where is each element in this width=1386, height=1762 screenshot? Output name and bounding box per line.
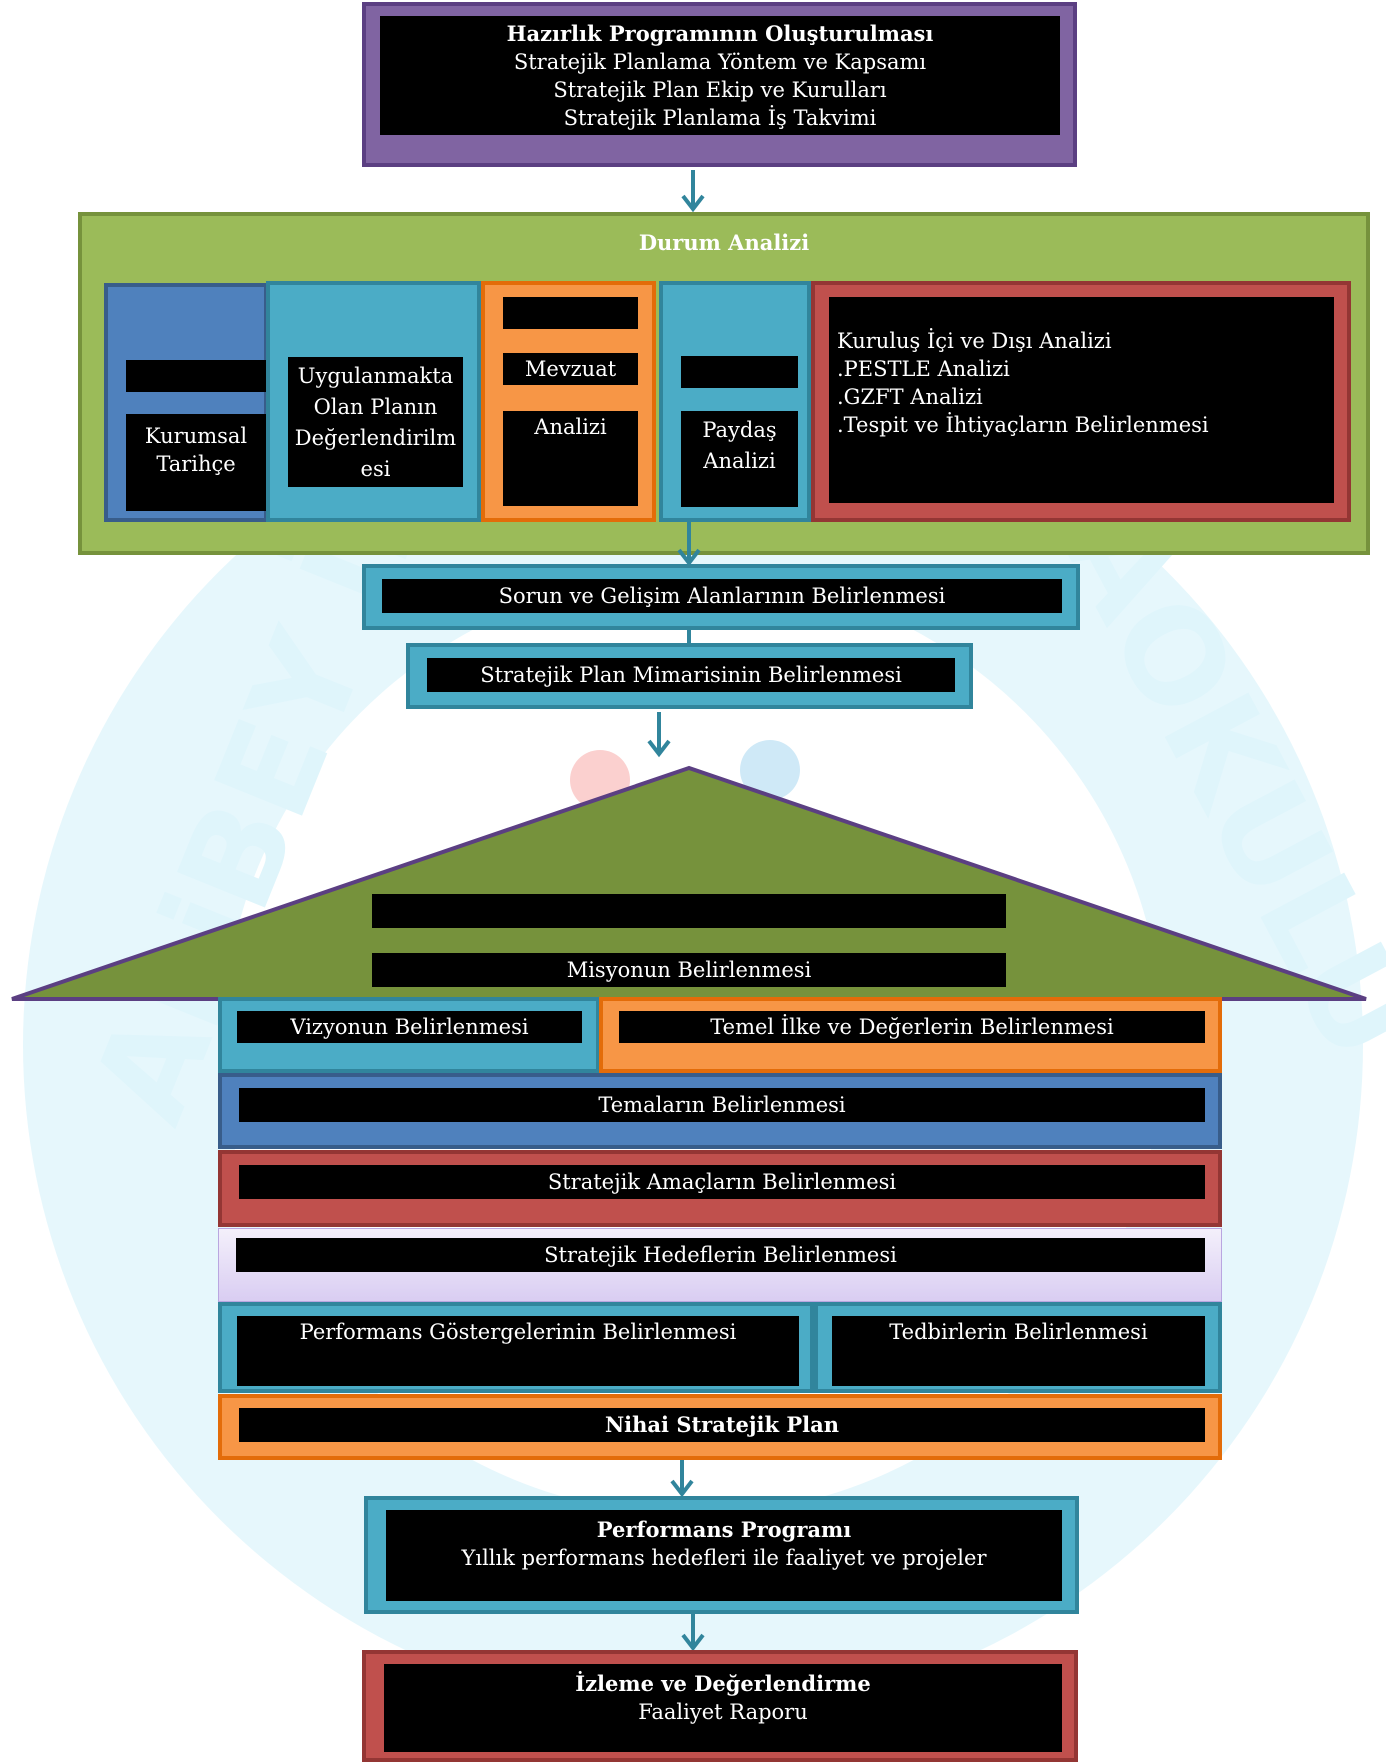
- hazirlik-content: Hazırlık Programının Oluşturulması Strat…: [380, 16, 1060, 135]
- izleme-title: İzleme ve Değerlendirme: [575, 1671, 871, 1696]
- performans-programi-title: Performans Programı: [596, 1517, 852, 1542]
- temalar-label: Temaların Belirlenmesi: [239, 1088, 1205, 1122]
- kurulus-line-3: .GZFT Analizi: [837, 385, 983, 409]
- tedbirler-box: Tedbirlerin Belirlenmesi: [814, 1302, 1222, 1393]
- vizyon-box: Vizyonun Belirlenmesi: [218, 997, 600, 1073]
- uygulanmakta-line-2: Olan Planın: [313, 395, 438, 419]
- hazirlik-line-3: Stratejik Planlama İş Takvimi: [563, 106, 877, 130]
- performans-programi-box: Performans Programı Yıllık performans he…: [364, 1496, 1079, 1614]
- uygulanmakta-line-4: esi: [360, 457, 391, 481]
- paydas-box: Paydaş Analizi: [659, 281, 811, 522]
- sorun-label: Sorun ve Gelişim Alanlarının Belirlenmes…: [382, 579, 1062, 613]
- performans-gosterge-box: Performans Göstergelerinin Belirlenmesi: [218, 1302, 814, 1393]
- mevzuat-analizi: Analizi: [503, 411, 638, 506]
- izleme-content: İzleme ve Değerlendirme Faaliyet Raporu: [384, 1664, 1062, 1752]
- tedbirler-label: Tedbirlerin Belirlenmesi: [832, 1316, 1205, 1386]
- temel-box: Temel İlke ve Değerlerin Belirlenmesi: [599, 997, 1222, 1073]
- kurulus-line-4: .Tespit ve İhtiyaçların Belirlenmesi: [837, 413, 1209, 437]
- uygulanmakta-box: Uygulanmakta Olan Planın Değerlendirilm …: [266, 281, 481, 522]
- temel-label: Temel İlke ve Değerlerin Belirlenmesi: [619, 1011, 1205, 1043]
- kurumsal-line-2: Tarihçe: [156, 452, 236, 476]
- nihai-box: Nihai Stratejik Plan: [218, 1394, 1222, 1460]
- kurumsal-content: Kurumsal Tarihçe: [126, 414, 266, 511]
- hazirlik-line-2: Stratejik Plan Ekip ve Kurulları: [553, 78, 887, 102]
- misyon-label: Misyonun Belirlenmesi: [372, 953, 1006, 987]
- amaclar-label: Stratejik Amaçların Belirlenmesi: [239, 1165, 1205, 1199]
- mevzuat-label: Mevzuat: [503, 353, 638, 385]
- kurulus-box: Kuruluş İçi ve Dışı Analizi .PESTLE Anal…: [811, 281, 1351, 522]
- uygulanmakta-content: Uygulanmakta Olan Planın Değerlendirilm …: [288, 357, 463, 487]
- sorun-box: Sorun ve Gelişim Alanlarının Belirlenmes…: [362, 564, 1080, 630]
- nihai-label: Nihai Stratejik Plan: [239, 1408, 1205, 1442]
- hazirlik-line-1: Stratejik Planlama Yöntem ve Kapsamı: [513, 50, 927, 74]
- kurumsal-bar-top: [126, 360, 266, 392]
- hedefler-label: Stratejik Hedeflerin Belirlenmesi: [236, 1238, 1205, 1272]
- performans-programi-content: Performans Programı Yıllık performans he…: [386, 1510, 1062, 1601]
- temalar-box: Temaların Belirlenmesi: [218, 1073, 1222, 1149]
- kurumsal-line-1: Kurumsal: [144, 424, 248, 448]
- kurulus-line-2: .PESTLE Analizi: [837, 357, 1010, 381]
- kurulus-content: Kuruluş İçi ve Dışı Analizi .PESTLE Anal…: [829, 297, 1334, 503]
- paydas-line-1: Paydaş: [702, 418, 777, 442]
- performans-programi-line: Yıllık performans hedefleri ile faaliyet…: [461, 1546, 987, 1570]
- paydas-line-2: Analizi: [703, 449, 776, 473]
- paydas-bar-top: [681, 356, 798, 388]
- kurulus-line-1: Kuruluş İçi ve Dışı Analizi: [837, 329, 1112, 353]
- mimari-label: Stratejik Plan Mimarisinin Belirlenmesi: [427, 658, 955, 692]
- paydas-content: Paydaş Analizi: [681, 411, 798, 507]
- roof-bar-top: [372, 894, 1006, 928]
- hedefler-box: Stratejik Hedeflerin Belirlenmesi: [218, 1228, 1222, 1302]
- amaclar-box: Stratejik Amaçların Belirlenmesi: [218, 1150, 1222, 1227]
- performans-gosterge-label: Performans Göstergelerinin Belirlenmesi: [237, 1316, 799, 1386]
- durum-analizi-title: Durum Analizi: [638, 230, 810, 255]
- vizyon-label: Vizyonun Belirlenmesi: [237, 1011, 582, 1043]
- mimari-box: Stratejik Plan Mimarisinin Belirlenmesi: [406, 643, 973, 709]
- hazirlik-title: Hazırlık Programının Oluşturulması: [506, 21, 934, 46]
- uygulanmakta-line-1: Uygulanmakta: [297, 364, 454, 388]
- mevzuat-box: Mevzuat Analizi: [481, 281, 656, 522]
- izleme-line: Faaliyet Raporu: [638, 1700, 808, 1724]
- hazirlik-box: Hazırlık Programının Oluşturulması Strat…: [362, 2, 1077, 167]
- uygulanmakta-line-3: Değerlendirilm: [294, 426, 457, 450]
- izleme-box: İzleme ve Değerlendirme Faaliyet Raporu: [362, 1650, 1078, 1762]
- mevzuat-bar-top: [503, 297, 638, 329]
